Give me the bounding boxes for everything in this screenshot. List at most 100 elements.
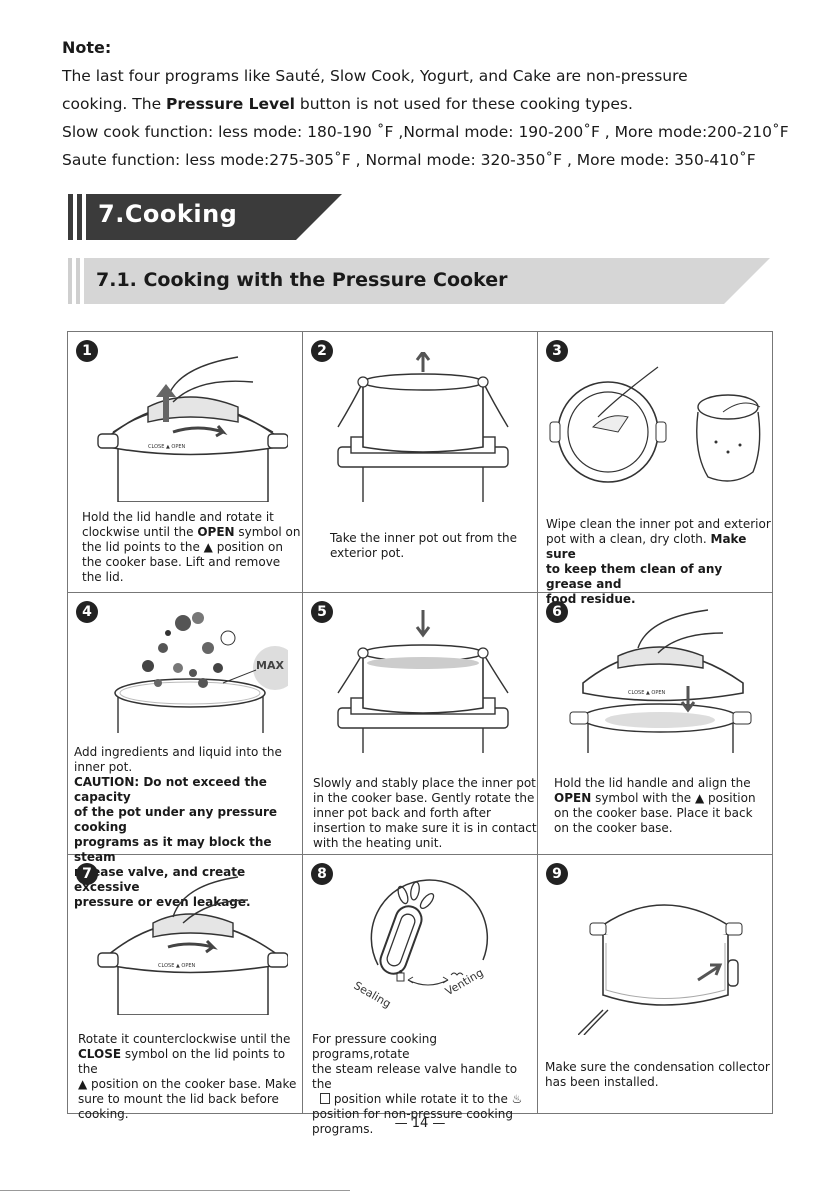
step-1: 1 CLOSE ▲ OPEN Hold the lid handle and r… (68, 332, 303, 593)
note-line-1: The last four programs like Sauté, Slow … (62, 67, 688, 85)
caption-line: the lid. (82, 570, 124, 584)
caption-text: symbol on (234, 525, 301, 539)
subsection-heading: 7.1. Cooking with the Pressure Cooker (68, 258, 772, 304)
remove-lid-illustration: CLOSE ▲ OPEN (97, 356, 288, 502)
step-3: 3 Wipe clean the inner pot and exterior … (538, 332, 772, 606)
note-title: Note: (62, 38, 112, 57)
steam-icon: ♨ (511, 1092, 523, 1106)
lock-lid-illustration: CLOSE ▲ OPEN (97, 876, 288, 1015)
note-line-2: cooking. The Pressure Level button is no… (62, 90, 802, 118)
caption-line: position while rotate it to the ♨ (312, 1092, 537, 1107)
close-label: CLOSE (78, 1047, 122, 1061)
caption-bold: of the pot under any pressure cooking (74, 805, 278, 834)
caption-line: has been installed. (545, 1075, 659, 1089)
caption-line: clockwise until the OPEN symbol on (82, 525, 301, 540)
step-1-caption: Hold the lid handle and rotate it clockw… (82, 510, 301, 585)
condensation-collector-illustration (578, 904, 743, 1035)
step-number: 8 (311, 863, 333, 885)
caption-text: position on the cooker base. Make (87, 1077, 297, 1091)
caption-line: cooking. (78, 1107, 129, 1121)
add-ingredients-illustration (114, 612, 288, 733)
caption-line: CLOSE symbol on the lid points to the (78, 1047, 302, 1077)
caption-line: the steam release valve handle to the (312, 1062, 518, 1091)
step-number: 6 (546, 601, 568, 623)
caption-line: Add ingredients and liquid into the (74, 745, 282, 759)
step-5-caption: Slowly and stably place the inner pot in… (313, 776, 537, 851)
lift-inner-pot-illustration (337, 352, 509, 502)
caption-line: Take the inner pot out from the (330, 531, 517, 545)
steam-valve-illustration (370, 879, 489, 986)
step-8: 8 Sealing Venting For pressure cooking p… (303, 855, 538, 1136)
open-label: OPEN (554, 791, 592, 805)
step-2: 2 Take the inner pot out from the exteri… (303, 332, 538, 593)
caption-line: CAUTION: Do not exceed the capacity (74, 775, 302, 805)
section-title: 7.Cooking (98, 200, 238, 228)
caption-line: with the heating unit. (313, 836, 443, 850)
triangle-icon: ▲ (78, 1077, 88, 1091)
place-lid-illustration: CLOSE ▲ OPEN (569, 609, 752, 753)
caption-line: OPEN symbol with the ▲ position (554, 791, 756, 806)
caption-bold: programs as it may block the steam (74, 835, 272, 864)
note-line-4: Saute function: less mode:275-305˚F , No… (62, 151, 756, 169)
step-number: 7 (76, 863, 98, 885)
triangle-icon: ▲ (695, 791, 705, 805)
caption-bold: pressure or even leakage. (74, 895, 251, 909)
note-line-2-b: button is not used for these cooking typ… (294, 95, 633, 113)
triangle-icon: ▲ (203, 540, 213, 554)
step-7: 7 CLOSE ▲ OPEN Rotate it counterclockwis… (68, 855, 303, 1121)
step-6-caption: Hold the lid handle and align the OPEN s… (554, 776, 756, 836)
note-block: Note: The last four programs like Sauté,… (62, 34, 802, 174)
step-9: 9 Make sure the condensation collector h… (538, 855, 772, 1113)
step-5: 5 Slowly and stably place the inner pot … (303, 593, 538, 855)
svg-text:CLOSE ▲ OPEN: CLOSE ▲ OPEN (148, 444, 186, 450)
wipe-clean-illustration (549, 366, 761, 483)
step-number: 3 (546, 340, 568, 362)
step-number: 2 (311, 340, 333, 362)
caption-text: position while rotate it to the (330, 1092, 512, 1106)
page-number: — 14 — (394, 1116, 446, 1131)
caption-text: symbol on the lid points to the (78, 1047, 286, 1076)
step-number: 1 (76, 340, 98, 362)
caption-line: Hold the lid handle and align the (554, 776, 751, 790)
caption-line: For pressure cooking programs,rotate (312, 1032, 437, 1061)
svg-text:CLOSE ▲ OPEN: CLOSE ▲ OPEN (158, 963, 196, 969)
caption-line: Wipe clean the inner pot and exterior (546, 517, 771, 531)
caption-line: Rotate it counterclockwise until the (78, 1032, 291, 1046)
caption-line: programs. (312, 1122, 374, 1136)
subsection-title: 7.1. Cooking with the Pressure Cooker (96, 269, 508, 291)
step-3-caption: Wipe clean the inner pot and exterior po… (546, 517, 772, 607)
caption-bold: CAUTION: Do not exceed the capacity (74, 775, 267, 804)
caption-line: pressure or even leakage. (74, 895, 302, 910)
caption-text: symbol with the (591, 791, 695, 805)
svg-text:CLOSE ▲ OPEN: CLOSE ▲ OPEN (628, 690, 666, 696)
step-7-caption: Rotate it counterclockwise until the CLO… (78, 1032, 302, 1122)
caption-line: the cooker base. Lift and remove (82, 555, 281, 569)
caption-line: exterior pot. (330, 546, 405, 560)
step-number: 9 (546, 863, 568, 885)
step-6: 6 CLOSE ▲ OPEN Hold the lid handle and a… (538, 593, 772, 855)
caption-line: sure to mount the lid back before (78, 1092, 279, 1106)
place-inner-pot-illustration (337, 610, 509, 753)
section-heading: 7.Cooking (68, 194, 342, 240)
divider (0, 1190, 350, 1191)
note-line-2-a: cooking. The (62, 95, 167, 113)
step-2-caption: Take the inner pot out from the exterior… (330, 531, 517, 561)
step-number: 5 (311, 601, 333, 623)
open-label: OPEN (197, 525, 235, 539)
caption-bold: to keep them clean of any grease and (546, 562, 723, 591)
caption-bold: food residue. (546, 592, 636, 606)
step-4: 4 MAX Add ingredients and liquid into th… (68, 593, 303, 909)
note-pressure-level: Pressure Level (166, 95, 295, 113)
caption-bold: Make sure (546, 532, 747, 561)
caption-line: Slowly and stably place the inner pot (313, 776, 536, 790)
lock-icon (320, 1093, 330, 1104)
caption-line: the lid points to the ▲ position on (82, 540, 301, 555)
caption-line: programs as it may block the steam (74, 835, 302, 865)
caption-text: pot with a clean, dry cloth. (546, 532, 711, 546)
step-9-caption: Make sure the condensation collector has… (545, 1060, 770, 1090)
caption-line: in the cooker base. Gently rotate the (313, 791, 535, 805)
caption-text: clockwise until the (82, 525, 198, 539)
caption-line: on the cooker base. Place it back (554, 806, 753, 820)
steps-grid: 1 CLOSE ▲ OPEN Hold the lid handle and r… (67, 331, 773, 1136)
step-4-caption: Add ingredients and liquid into the inne… (74, 745, 302, 910)
